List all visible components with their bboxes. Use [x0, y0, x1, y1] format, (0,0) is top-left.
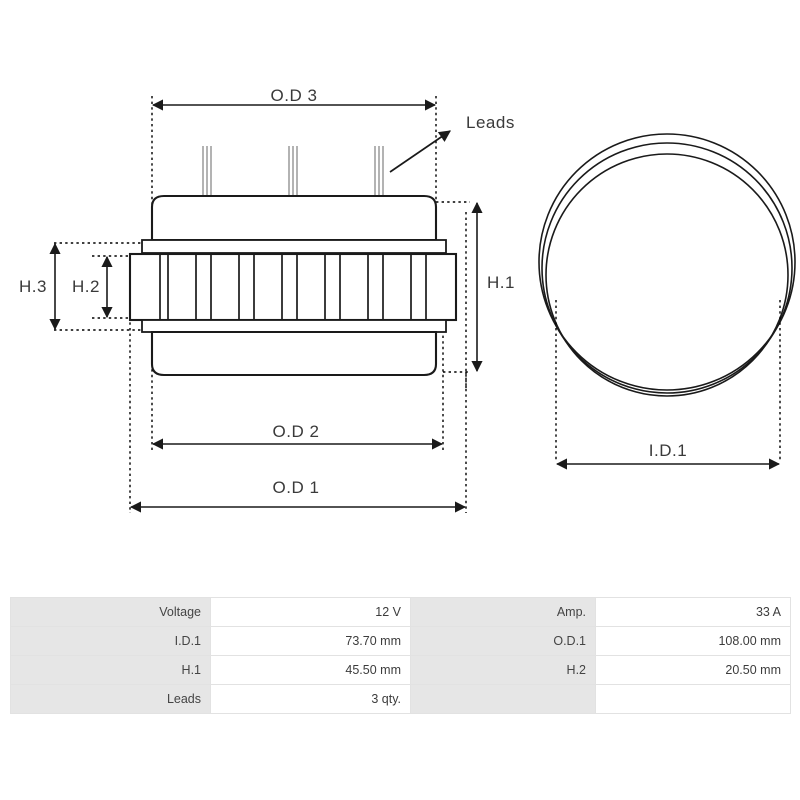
dimension-od3: O.D 3 — [151, 86, 437, 111]
dimension-label-h1: H.1 — [487, 273, 515, 292]
dimension-label-h3: H.3 — [19, 277, 47, 296]
stator-end-view-rings — [538, 133, 796, 397]
dimension-od2: O.D 2 — [151, 422, 444, 450]
specification-table-body: Voltage 12 V Amp. 33 A I.D.1 73.70 mm O.… — [10, 597, 791, 714]
dimension-h3: H.3 — [19, 242, 61, 331]
specification-table: Voltage 12 V Amp. 33 A I.D.1 73.70 mm O.… — [10, 597, 791, 714]
spec-label-h1: H.1 — [10, 655, 211, 685]
spec-value-voltage: 12 V — [210, 597, 411, 627]
spec-label-id1: I.D.1 — [10, 626, 211, 656]
spec-value-amp: 33 A — [595, 597, 791, 627]
dimension-label-od1: O.D 1 — [273, 478, 320, 497]
table-row: Leads 3 qty. — [10, 684, 791, 714]
dimension-label-od2: O.D 2 — [273, 422, 320, 441]
dimension-label-id1: I.D.1 — [649, 441, 687, 460]
stator-top-flange — [141, 239, 447, 254]
spec-label-h2: H.2 — [410, 655, 596, 685]
spec-label-voltage: Voltage — [10, 597, 211, 627]
stator-technical-drawing: O.D 3 Leads — [19, 86, 796, 513]
table-row: Voltage 12 V Amp. 33 A — [10, 597, 791, 627]
dimension-h2: H.2 — [72, 255, 113, 319]
ring-inner-circle — [545, 153, 789, 397]
annotation-arrow-leads — [389, 130, 451, 173]
dimension-label-od3: O.D 3 — [271, 86, 318, 105]
spec-label-od1: O.D.1 — [410, 626, 596, 656]
lamination-slots — [159, 255, 427, 319]
spec-value-id1: 73.70 mm — [210, 626, 411, 656]
lead-wires — [202, 146, 384, 196]
spec-value-h1: 45.50 mm — [210, 655, 411, 685]
spec-value-leads: 3 qty. — [210, 684, 411, 714]
spec-label-amp: Amp. — [410, 597, 596, 627]
ring-outer-circle — [538, 133, 796, 391]
annotation-leads: Leads — [389, 113, 515, 173]
stator-front-view — [128, 194, 458, 377]
stator-top-winding — [150, 194, 438, 242]
spec-label-leads: Leads — [10, 684, 211, 714]
stator-lamination-stack — [128, 252, 458, 322]
spec-value-empty — [595, 684, 791, 714]
spec-value-h2: 20.50 mm — [595, 655, 791, 685]
stator-bottom-flange — [141, 319, 447, 333]
spec-label-empty — [410, 684, 596, 714]
ring-middle-circle — [541, 142, 793, 394]
stator-bottom-winding — [150, 330, 438, 377]
dimension-h1: H.1 — [471, 201, 515, 373]
spec-value-od1: 108.00 mm — [595, 626, 791, 656]
table-row: H.1 45.50 mm H.2 20.50 mm — [10, 655, 791, 685]
drawing-area: O.D 3 Leads — [19, 86, 796, 513]
dimension-id1: I.D.1 — [555, 300, 781, 470]
dimension-od1: O.D 1 — [129, 478, 467, 513]
dimension-label-h2: H.2 — [72, 277, 100, 296]
annotation-label-leads: Leads — [466, 113, 515, 132]
table-row: I.D.1 73.70 mm O.D.1 108.00 mm — [10, 626, 791, 656]
